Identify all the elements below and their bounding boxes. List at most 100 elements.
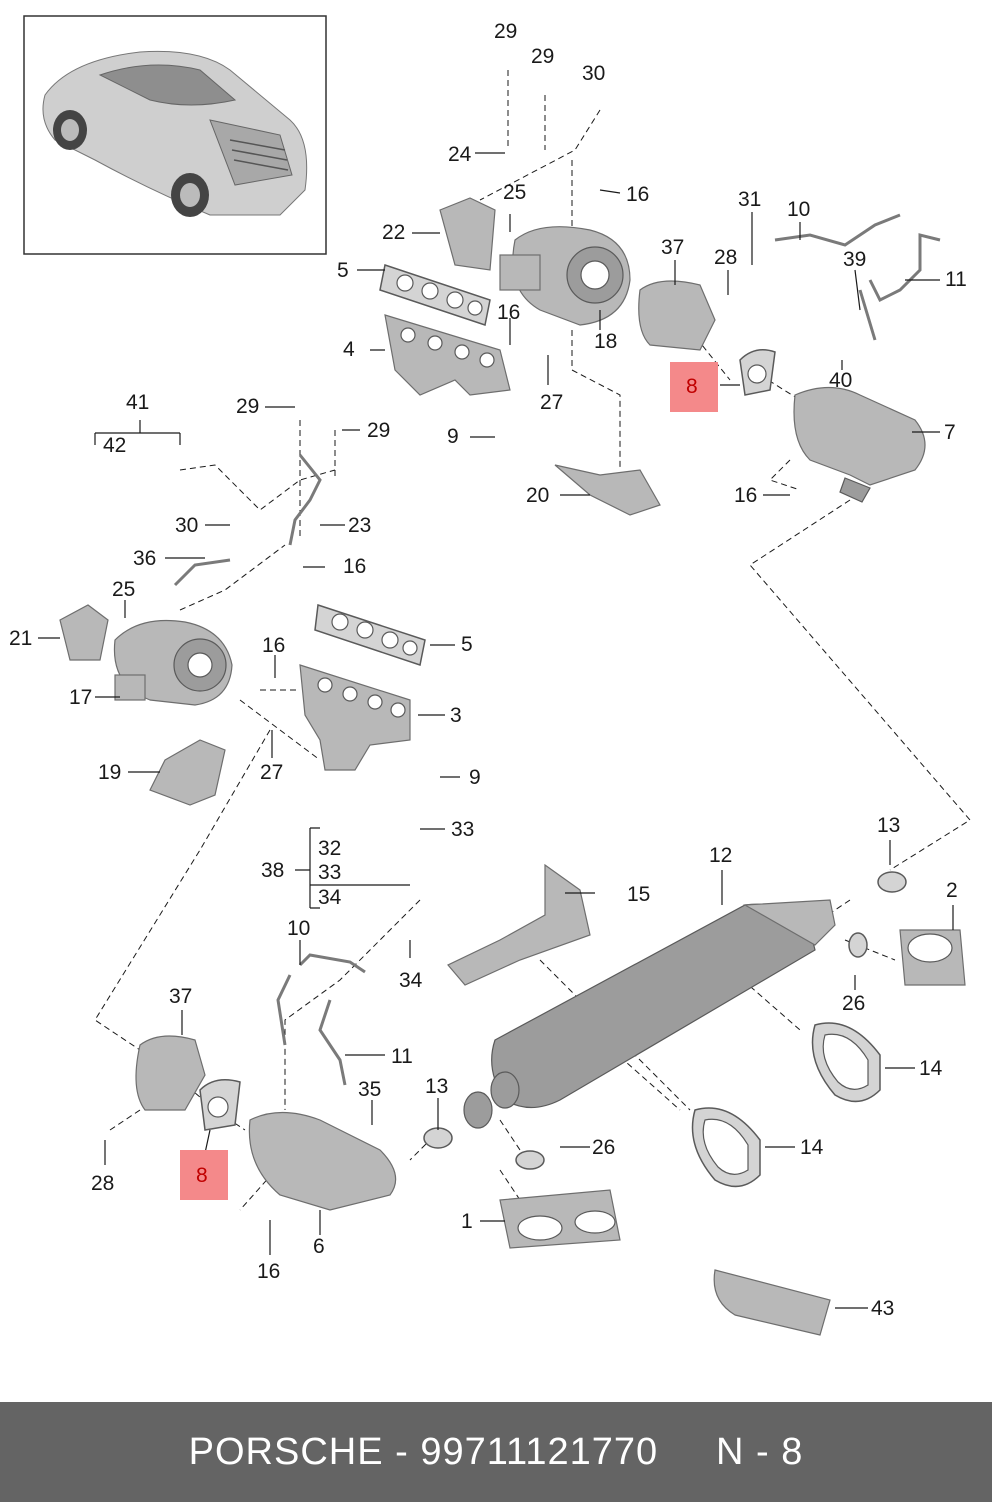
callout-29: 29 [236, 395, 259, 418]
callout-16: 16 [343, 555, 366, 578]
callout-26: 26 [842, 992, 865, 1015]
callout-40: 40 [829, 369, 852, 392]
callout-22: 22 [382, 221, 405, 244]
callout-7: 7 [944, 421, 956, 444]
callout-30: 30 [582, 62, 605, 85]
highlight-8-upper [670, 362, 718, 412]
callout-11: 11 [391, 1045, 413, 1068]
callout-20: 20 [526, 484, 549, 507]
callout-9: 9 [447, 425, 459, 448]
highlight-8-lower [180, 1150, 228, 1200]
callout-16: 16 [626, 183, 649, 206]
callout-13: 13 [425, 1075, 448, 1098]
tailpipe-2 [899, 929, 966, 986]
callout-8-highlighted: 8 [196, 1164, 208, 1187]
callout-1: 1 [461, 1210, 473, 1233]
car-thumbnail [23, 15, 327, 255]
callout-6: 6 [313, 1235, 325, 1258]
callout-14: 14 [800, 1136, 824, 1159]
callout-16: 16 [257, 1260, 280, 1283]
turbocharger-left [113, 619, 233, 706]
callout-10: 10 [787, 198, 810, 221]
callout-16: 16 [497, 301, 520, 324]
callout-29: 29 [494, 20, 517, 43]
callout-31: 31 [738, 188, 761, 211]
callout-4: 4 [343, 338, 355, 361]
gasket-5-upper [379, 264, 491, 326]
footer-caption: PORSCHE - 99711121770 N - 8 [189, 1431, 804, 1474]
callout-15: 15 [627, 883, 650, 906]
exhaust-parts-diagram: 29 29 30 24 16 25 22 5 37 28 31 10 39 11… [9, 15, 971, 1336]
tailpipe-trim-43 [713, 1269, 831, 1336]
callout-labels: 29 29 30 24 16 25 22 5 37 28 31 10 39 11… [9, 20, 967, 1320]
oxygen-sensors-lower [276, 953, 366, 1086]
gasket-8-lower [199, 1079, 241, 1131]
callout-10: 10 [287, 917, 310, 940]
diagram-reference: N - 8 [715, 1430, 804, 1473]
brand-name: PORSCHE [188, 1430, 384, 1473]
callout-34: 34 [399, 969, 423, 992]
callout-5: 5 [461, 633, 473, 656]
callout-33: 33 [451, 818, 474, 841]
catalytic-converter-7 [793, 386, 926, 503]
callout-35: 35 [358, 1078, 381, 1101]
callout-36: 36 [133, 547, 156, 570]
gasket-5-lower [314, 604, 426, 666]
heat-shield-20 [554, 464, 661, 516]
callout-32: 32 [318, 837, 341, 860]
clamps [423, 871, 907, 1170]
gasket-8-upper [739, 349, 776, 396]
callout-37: 37 [169, 985, 192, 1008]
callout-18: 18 [594, 330, 617, 353]
callout-29: 29 [531, 45, 554, 68]
tailpipe-1 [499, 1189, 621, 1249]
callout-14: 14 [919, 1057, 943, 1080]
callout-34: 34 [318, 886, 342, 909]
callout-8-highlighted: 8 [686, 375, 698, 398]
callout-16: 16 [262, 634, 285, 657]
callout-25: 25 [112, 578, 135, 601]
callout-3: 3 [450, 704, 462, 727]
oil-line-23 [173, 454, 322, 587]
part-number: 99711121770 [420, 1430, 659, 1473]
heat-shield-37-upper [638, 280, 716, 351]
callout-28: 28 [91, 1172, 114, 1195]
callout-5: 5 [337, 259, 349, 282]
heat-shield-37-lower [135, 1035, 206, 1111]
callout-12: 12 [709, 844, 732, 867]
catalytic-converter-6 [248, 1111, 397, 1211]
callout-19: 19 [98, 761, 121, 784]
separator: - [395, 1430, 409, 1473]
callout-29: 29 [367, 419, 390, 442]
callout-24: 24 [448, 143, 472, 166]
callout-43: 43 [871, 1297, 894, 1320]
callout-38: 38 [261, 859, 284, 882]
callout-9: 9 [469, 766, 481, 789]
callout-13: 13 [877, 814, 900, 837]
callout-26: 26 [592, 1136, 615, 1159]
callout-25: 25 [503, 181, 526, 204]
callout-27: 27 [260, 761, 283, 784]
leader-lines [38, 152, 954, 1309]
callout-2: 2 [946, 879, 958, 902]
callout-39: 39 [843, 248, 866, 271]
manifold-3 [299, 664, 411, 771]
callout-33: 33 [318, 861, 341, 884]
callout-42: 42 [103, 434, 126, 457]
footer-bar: PORSCHE - 99711121770 N - 8 [0, 1402, 992, 1502]
callout-16: 16 [734, 484, 757, 507]
callout-21: 21 [9, 627, 32, 650]
bracket-15 [447, 863, 591, 986]
bracket-21 [59, 604, 109, 661]
callout-27: 27 [540, 391, 563, 414]
callout-37: 37 [661, 236, 684, 259]
callout-17: 17 [69, 686, 92, 709]
callout-23: 23 [348, 514, 371, 537]
muffler-12 [463, 899, 836, 1129]
gasket-14-lower [691, 1107, 761, 1188]
callout-41: 41 [126, 391, 149, 414]
callout-28: 28 [714, 246, 737, 269]
turbocharger-right [499, 226, 631, 326]
bracket-22 [439, 197, 496, 271]
manifold-4 [384, 314, 511, 396]
